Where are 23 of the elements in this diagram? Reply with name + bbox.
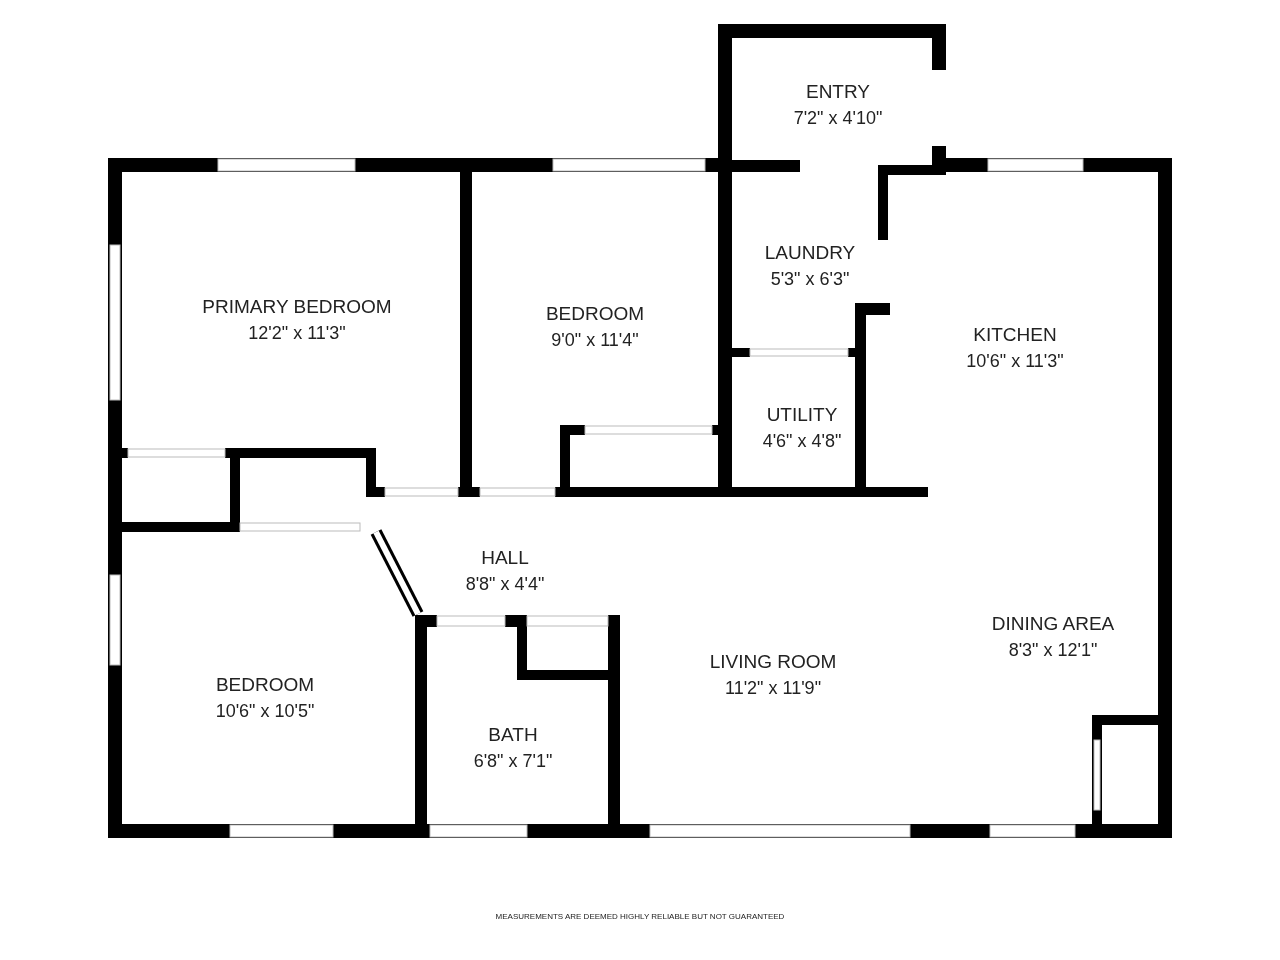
room-dimensions: 4'6" x 4'8" — [762, 431, 842, 452]
room-name: BEDROOM — [545, 304, 645, 325]
room-dimensions: 10'6" x 11'3" — [966, 351, 1064, 372]
room-name: HALL — [481, 548, 529, 569]
room-dimensions: 9'0" x 11'4" — [551, 330, 639, 351]
room-dimensions: 7'2" x 4'10" — [793, 108, 883, 129]
disclaimer-note: MEASUREMENTS ARE DEEMED HIGHLY RELIABLE BUT NOT GUARANTEED — [495, 912, 785, 921]
room-name: BATH — [488, 725, 538, 746]
room-name: DINING AREA — [991, 614, 1115, 635]
room-name: ENTRY — [805, 82, 871, 103]
room-dimensions: 11'2" x 11'9" — [724, 678, 821, 699]
room-name: LAUNDRY — [764, 243, 856, 264]
room-dimensions: 10'6" x 10'5" — [215, 701, 315, 722]
room-dimensions: 8'3" x 12'1" — [1008, 640, 1098, 661]
room-dimensions: 12'2" x 11'3" — [248, 323, 346, 344]
room-name: LIVING ROOM — [709, 652, 837, 673]
room-name: PRIMARY BEDROOM — [202, 297, 392, 318]
room-dimensions: 8'8" x 4'4" — [465, 574, 545, 595]
room-name: KITCHEN — [973, 325, 1057, 346]
room-dimensions: 6'8" x 7'1" — [473, 751, 553, 772]
room-dimensions: 5'3" x 6'3" — [770, 269, 850, 290]
room-name: BEDROOM — [215, 675, 315, 696]
room-name: UTILITY — [766, 405, 838, 426]
